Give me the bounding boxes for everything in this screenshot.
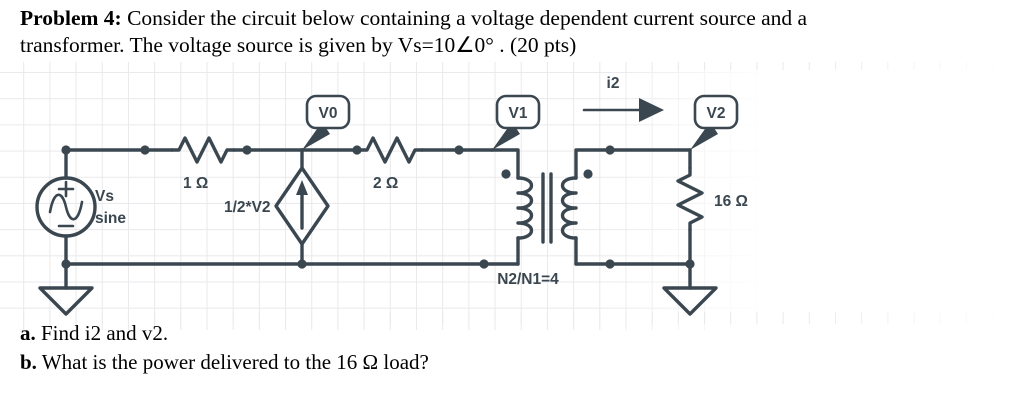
depsrc-arrow-head [296, 180, 308, 195]
grid-background-top [0, 62, 1024, 70]
transformer-primary-coil [516, 176, 534, 240]
circuit-diagram: .w { stroke:#3a4750; stroke-width:3.4; f… [35, 75, 748, 316]
source-name-label: Vs [95, 188, 114, 205]
transformer-secondary-coil [560, 176, 578, 240]
wire-secondary-top-to-load [574, 148, 692, 180]
node-label-v1-box[interactable] [495, 94, 541, 130]
resistor-r1-symbol [170, 136, 236, 164]
node-label-v0-text: V0 [319, 105, 338, 122]
wire-v1-to-primary-top [490, 148, 520, 180]
transformer-secondary-dot [583, 169, 593, 179]
node-dot-r2-left [352, 145, 362, 155]
question-a: a. Find i2 and v2. [20, 320, 168, 347]
resistor-r2-label: 2 Ω [373, 175, 398, 192]
question-a-text: Find i2 and v2. [35, 321, 169, 345]
question-b-label: b. [20, 350, 37, 374]
current-arrow-head [639, 98, 664, 122]
plus-sign-icon [57, 180, 75, 198]
node-dot-bottom-primary [479, 259, 489, 269]
transformer-primary-dot [501, 169, 511, 179]
node-dot-bottom-depsrc [297, 259, 307, 269]
transformer-core-lines [541, 172, 553, 244]
node-dot-bottom-secondary [605, 259, 615, 269]
resistor-r2-symbol [358, 136, 424, 164]
question-b-text: What is the power delivered to the 16 Ω … [36, 350, 429, 374]
problem-statement-line-1: Problem 4: Consider the circuit below co… [20, 5, 807, 32]
transformer-ratio-label: N2/N1=4 [497, 271, 559, 288]
question-b: b. What is the power delivered to the 16… [20, 349, 429, 376]
node-dot-v1-left [454, 145, 464, 155]
problem-text-rest: Consider the circuit below containing a … [121, 6, 808, 30]
grid-background-bottom [0, 312, 1024, 324]
question-a-label: a. [20, 321, 36, 345]
ground-symbol-left [38, 286, 94, 316]
node-label-v2-text: V2 [707, 105, 726, 122]
problem-statement-line-2: transformer. The voltage source is given… [20, 33, 577, 57]
node-dot-secondary-top [605, 145, 615, 155]
ground-symbol-right [662, 286, 718, 316]
node-label-v2-box[interactable] [693, 94, 739, 130]
dependent-source-expression-label: 1/2*V2 [224, 199, 271, 216]
node-label-v0-box[interactable] [305, 94, 351, 130]
resistor-load-symbol [676, 166, 704, 232]
sine-wave-icon [48, 193, 84, 221]
current-i2-label: i2 [607, 75, 620, 92]
node-dot-left-mid [140, 145, 150, 155]
problem-label: Problem 4: [20, 6, 122, 30]
node-dot-v0-left [242, 145, 252, 155]
node-label-v1-text: V1 [509, 105, 528, 122]
resistor-load-label: 16 Ω [714, 193, 748, 210]
resistor-r1-label: 1 Ω [183, 175, 208, 192]
source-type-label: sine [95, 210, 126, 227]
